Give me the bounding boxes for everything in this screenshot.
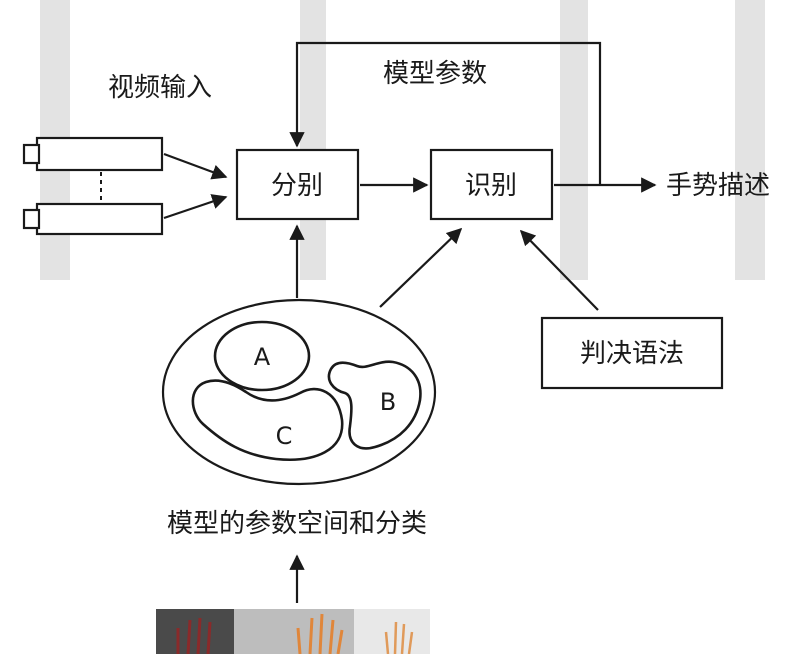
camera-to-segmentation-arrow — [163, 194, 228, 220]
region-b-label: B — [380, 388, 396, 416]
hand-image-strip — [156, 609, 430, 654]
decision-grammar-label: 判决语法 — [580, 339, 684, 369]
segmentation-label: 分别 — [271, 171, 323, 201]
region-b-shape — [327, 360, 422, 450]
video-input-label: 视频输入 — [108, 73, 212, 103]
background-watermark — [40, 0, 765, 280]
hand-icon — [296, 613, 344, 654]
segmentation-box — [235, 148, 360, 221]
param-space-label: 模型的参数空间和分类 — [167, 509, 427, 539]
camera-icon — [22, 136, 164, 172]
region-a-shape — [213, 320, 311, 392]
model-parameter-feedback-arrow — [289, 41, 602, 185]
model-params-label: 模型参数 — [383, 59, 487, 89]
recognition-label: 识别 — [465, 171, 517, 201]
hand-icon — [176, 617, 212, 654]
region-a-label: A — [254, 343, 271, 371]
grammar-to-recognition-arrow — [519, 229, 599, 311]
camera-icon — [22, 202, 164, 236]
region-c-label: C — [276, 422, 293, 450]
hand-icon — [384, 621, 414, 654]
paramspace-to-recognition-arrow — [379, 227, 463, 308]
gesture-description-label: 手势描述 — [666, 171, 770, 201]
region-c-shape — [191, 379, 344, 461]
decision-grammar-box — [540, 316, 724, 390]
camera-to-segmentation-arrow — [163, 152, 228, 180]
recognition-box — [429, 148, 554, 221]
